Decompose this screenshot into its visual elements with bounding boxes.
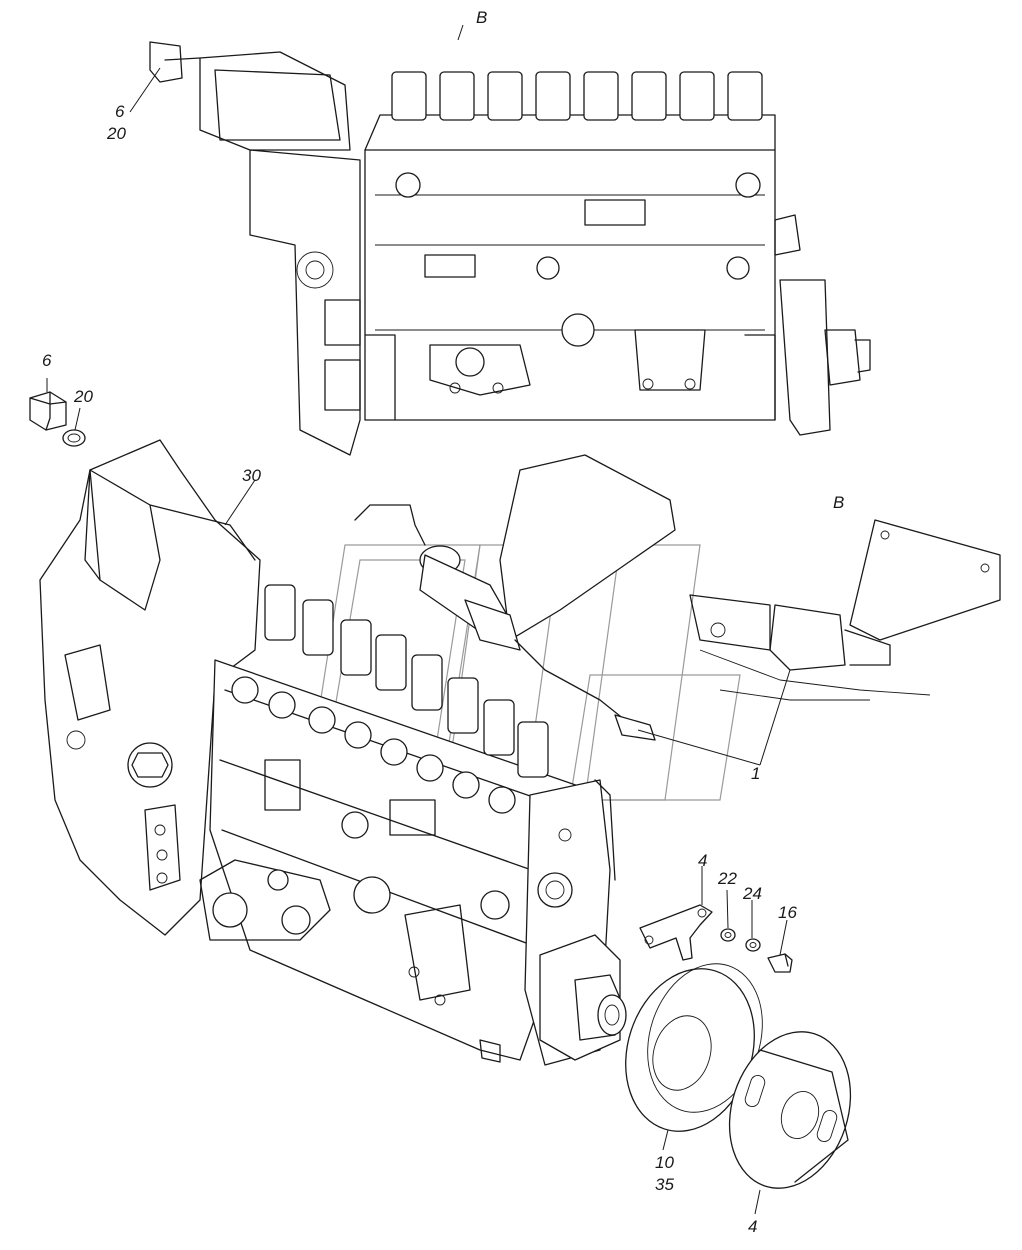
top-pump-assembly [149, 41, 871, 456]
callout-10: 10 [655, 1153, 674, 1172]
main-injector-row [264, 584, 549, 778]
view-b-label: B [833, 493, 844, 512]
plate-part-4 [639, 904, 713, 961]
callout-24: 24 [742, 884, 762, 903]
callout-1: 1 [751, 764, 760, 783]
view-arrow-label: B [476, 8, 487, 27]
callout-20-top: 20 [106, 124, 126, 143]
callout-4-top: 4 [698, 851, 707, 870]
callout-22: 22 [717, 869, 737, 888]
washer-part-20 [62, 429, 86, 447]
callout-6: 6 [42, 351, 52, 370]
view-b-detail [689, 519, 1001, 701]
callout-20: 20 [73, 387, 93, 406]
callout-35: 35 [655, 1175, 674, 1194]
callout-30: 30 [242, 466, 261, 485]
main-pump-body [39, 439, 627, 1066]
washer-part-24 [745, 938, 761, 952]
callout-6-top: 6 [115, 102, 125, 121]
callout-labels: B 6 20 6 20 30 B 1 4 22 24 16 10 35 4 [42, 8, 844, 1236]
flange-part-4 [728, 1031, 852, 1189]
fitting-part-6 [29, 391, 67, 431]
solenoid-part-1 [354, 454, 676, 741]
callout-4-bottom: 4 [748, 1217, 757, 1236]
leader-lines [46, 24, 791, 1215]
delivery-valve-row [231, 676, 516, 814]
washer-part-22 [720, 928, 736, 942]
bolt-part-16 [767, 953, 793, 973]
callout-16: 16 [778, 903, 797, 922]
top-injector-row [391, 71, 763, 121]
